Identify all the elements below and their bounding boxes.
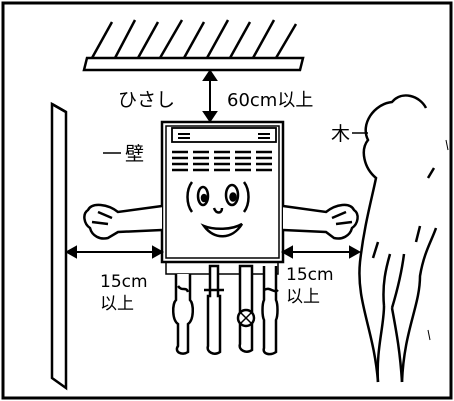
tree-illustration: [358, 94, 438, 383]
unit-arms: [83, 203, 359, 240]
eaves-label: ひさし: [118, 89, 175, 111]
unit-pipes: [165, 261, 279, 356]
eaves-illustration: [82, 19, 305, 72]
right-clearance-suffix: 以上: [286, 287, 320, 307]
wall-label: 壁: [125, 143, 144, 165]
top-clearance-arrow: [202, 69, 218, 123]
right-clearance-value: 15cm: [286, 265, 334, 285]
unit-face: [186, 181, 250, 238]
vent-slots: [172, 150, 272, 172]
wall-illustration: [50, 101, 68, 391]
right-clearance-arrow: [280, 245, 362, 259]
left-clearance-value: 15cm: [100, 272, 148, 292]
tree-label: 木: [331, 123, 350, 145]
water-heater-unit: [160, 120, 285, 264]
ground-marks: [427, 139, 449, 341]
top-clearance-label: 60cm以上: [227, 90, 313, 111]
left-clearance-suffix: 以上: [100, 294, 134, 314]
left-clearance-arrow: [64, 245, 165, 259]
